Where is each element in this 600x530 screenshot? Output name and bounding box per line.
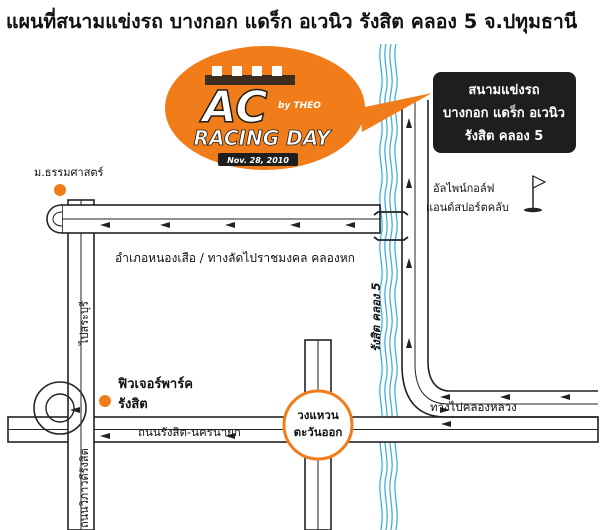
destination-line2: บางกอก แดร็ก อเวนิว [443,103,565,121]
golf-label-2: แอนด์สปอร์ตคลับ [426,201,509,214]
road-vibhavadi [67,199,95,530]
roundabout-east [282,389,354,461]
destination-line1: สนามแข่งรถ [468,83,539,98]
bridge [373,211,409,241]
road-label-saraburi: ไปสระบุรี [78,301,91,346]
golf-flag-icon [524,175,547,213]
roundabout-label-1: วงแหวน [297,408,339,422]
logo-brand: AC [200,82,268,133]
future-park-label-2: รังสิต [118,397,148,412]
road-label-khlong5: รังสิต คลอง 5 [369,282,383,352]
future-park-marker [99,395,111,407]
logo-date: Nov. 28, 2010 [227,156,289,165]
road-label-rangsit-nakhonnayok: ถนนรังสิต-นครนายก [138,425,241,439]
event-logo: AC by THEO RACING DAY Nov. 28, 2010 [165,46,432,170]
map-title: แผนที่สนามแข่งรถ บางกอก แดร็ก อเวนิว รัง… [6,7,578,34]
logo-by: by THEO [278,101,321,111]
road-label-to-khlong-luang: ทางไปคลองหลวง [430,400,517,414]
road-khlong5 [401,100,598,418]
destination-box: สนามแข่งรถ บางกอก แดร็ก อเวนิว รังสิต คล… [433,72,576,153]
road-nonghuasuea [46,204,381,234]
direction-arrows [70,118,570,439]
university-label: ม.ธรรมศาสตร์ [34,166,104,179]
roundabout-west [33,381,87,435]
logo-event: RACING DAY [194,126,333,150]
future-park-label-1: ฟิวเจอร์พาร์ค [118,376,193,392]
roundabout-label-2: ตะวันออก [294,425,343,439]
golf-label-1: อัลไพน์กอล์ฟ [433,182,494,195]
destination-line3: รังสิต คลอง 5 [465,129,544,144]
university-marker [54,184,66,196]
road-label-vibhavadi: ถนนวิภาวดีรังสิต [78,448,91,528]
road-label-nonghuasuea: อำเภอหนองเสือ / ทางลัดไปราชมงคล คลองหก [115,251,355,265]
